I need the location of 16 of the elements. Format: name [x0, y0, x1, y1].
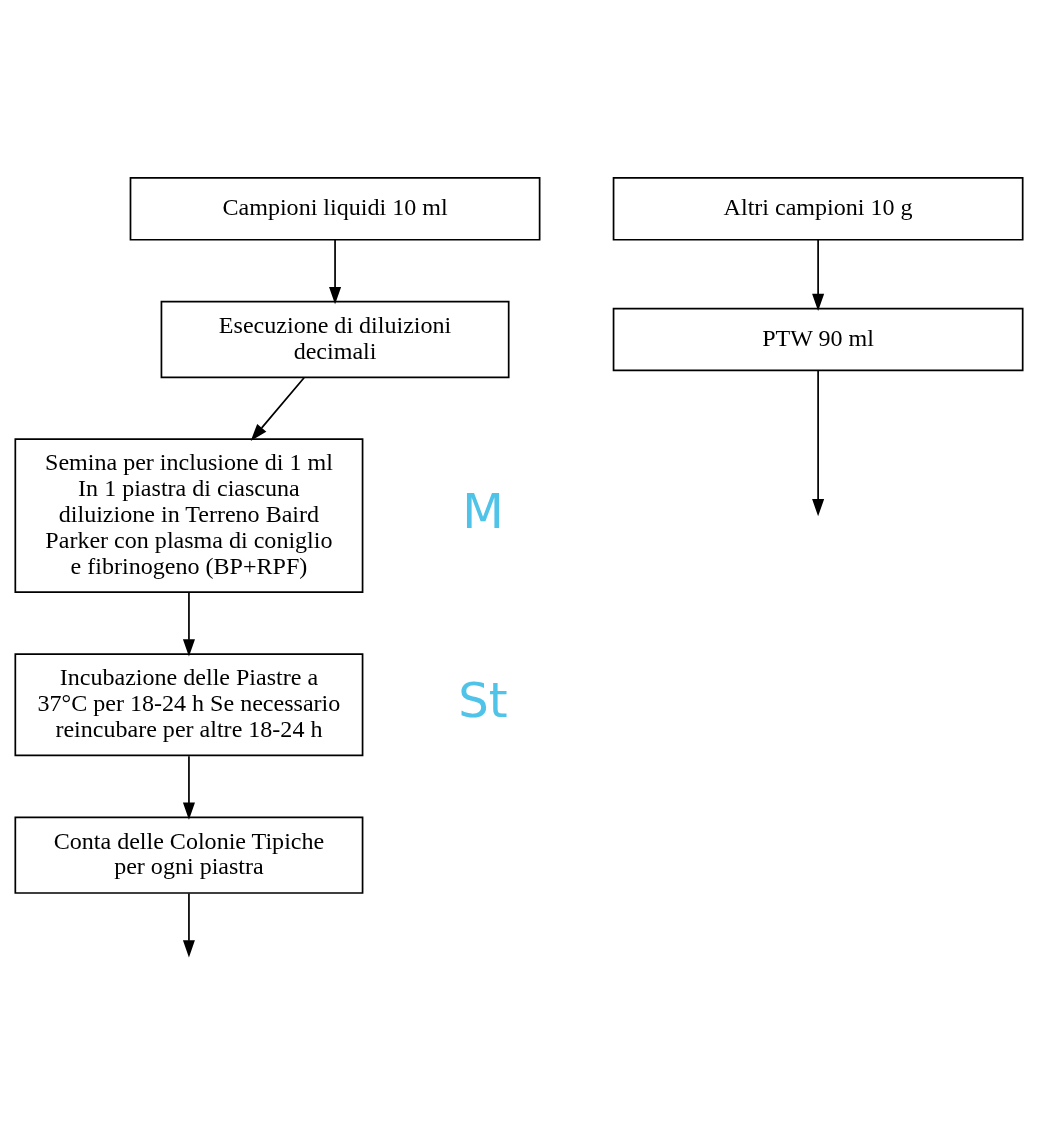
arrow: [812, 369, 825, 517]
arrow: [182, 755, 195, 820]
arrow: [182, 591, 195, 657]
label: St: [458, 671, 508, 728]
node-box: Campioni liquidi 10 ml: [129, 177, 541, 241]
arrow: [812, 239, 825, 311]
node-box: Esecuzione di diluizioni decimali: [160, 300, 510, 379]
node-box: PTW 90 ml: [612, 307, 1024, 372]
arrow: [182, 892, 195, 958]
node-box: Conta delle Colonie Tipiche per ogni piastra: [14, 816, 364, 894]
node-box: Altri campioni 10 g: [612, 177, 1024, 241]
node-box: Incubazione delle Piastre a 37°C per 18-24 h Se necessario reincubare per altre 18-24 h: [14, 653, 364, 757]
node-box: Semina per inclusione di 1 ml In 1 piastra di ciascuna diluizione in Terreno Baird Parker con plasma di coniglio e fibrinogeno (BP+RPF): [14, 438, 364, 594]
arrow: [329, 239, 342, 305]
label: M: [462, 482, 504, 539]
arrow: [250, 376, 305, 441]
